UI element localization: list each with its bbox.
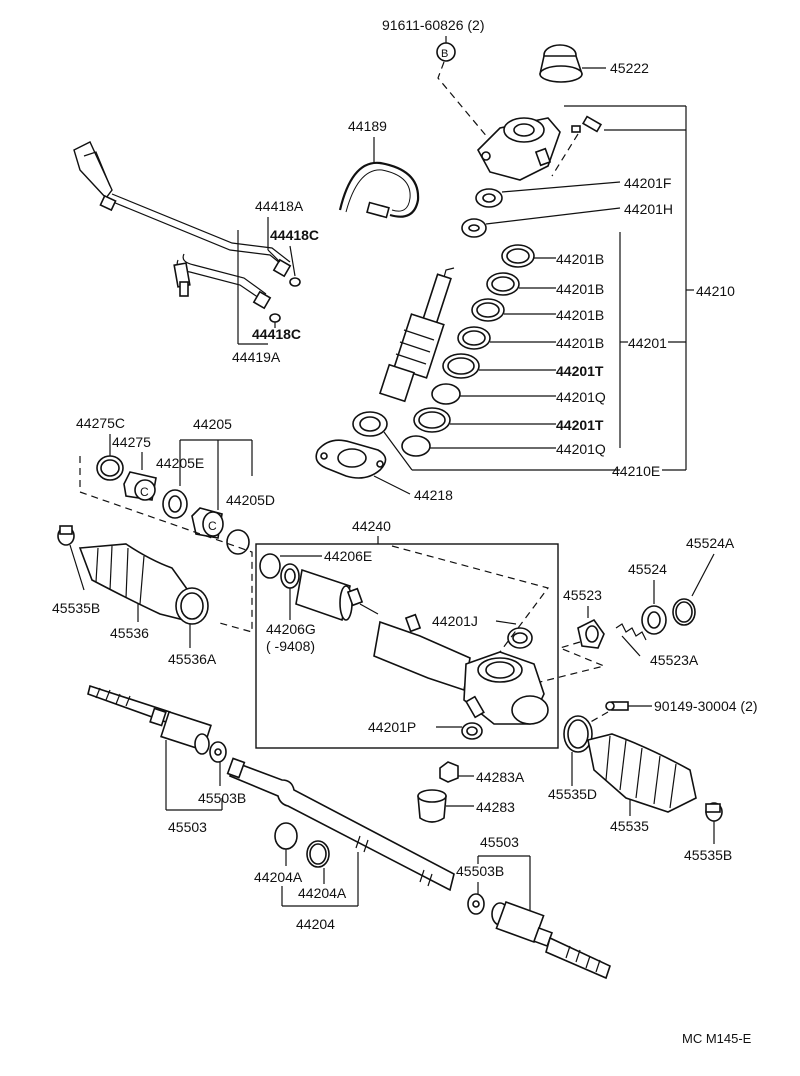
part-44205-group: 44205 44205E C 44205D [156,416,275,555]
label-44204A-1: 44204A [254,869,303,885]
pressure-pipes [73,141,292,310]
label-45536: 45536 [110,625,149,641]
label-44201J: 44201J [432,613,478,629]
label-44201Q-1: 44201Q [556,389,606,405]
label-45524A: 45524A [686,535,735,551]
bolt-90149-group: 90149-30004 (2) [579,698,758,729]
label-44283A: 44283A [476,769,525,785]
label-44201P: 44201P [368,719,416,735]
label-45503-left: 45503 [168,819,207,835]
part-44218-gasket: 44218 [315,439,453,503]
label-44201B-2: 44201B [556,281,604,297]
b-marker-icon [436,42,456,62]
label-44201Q-2: 44201Q [556,441,606,457]
part-valve-spool [378,267,455,403]
label-44201B-1: 44201B [556,251,604,267]
label-44283: 44283 [476,799,515,815]
label-44201B-3: 44201B [556,307,604,323]
label-44418A: 44418A [255,198,304,214]
label-44240: 44240 [352,518,391,534]
part-44275C-ring: 44275C [76,415,125,481]
part-45535-boot-right: 45535D 45535 45535B [548,715,732,863]
part-44283-group: 44283A 44283 [417,761,525,823]
footer-diagram-code: MC M145-E [682,1031,752,1046]
label-45536A: 45536A [168,651,217,667]
part-44418A-group: 44418A 44418C [255,198,319,287]
label-44206G: 44206G [266,621,316,637]
part-44204-group: 44204A 44204A 44204 [254,822,359,932]
label-44206G-range: ( -9408) [266,638,315,654]
part-45524-group: 45524 45524A [628,535,735,635]
label-44205D: 44205D [226,492,275,508]
part-44240-rack-housing: 44240 44206E 44206G ( -9408) 44201J 4420… [255,518,559,749]
bolt-b-group: 91611-60826 (2) B [382,17,499,151]
part-44419A-group: 44418C 44419A [232,230,301,365]
part-45536-boot-left: 45535B 45536 45536A [52,525,217,667]
label-45523A: 45523A [650,652,699,668]
label-45535D: 45535D [548,786,597,802]
label-44210E: 44210E [612,463,660,479]
part-valve-housing [477,117,561,181]
label-44210: 44210 [696,283,735,299]
part-tie-rod-right: 45503 45503B [456,834,611,980]
bracket-44210: 44210 [564,105,735,471]
label-45535B-left: 45535B [52,600,100,616]
label-44204A-2: 44204A [298,885,347,901]
label-45535: 45535 [610,818,649,834]
label-44275: 44275 [112,434,151,450]
label-45524: 45524 [628,561,667,577]
label-44205E: 44205E [156,455,204,471]
label-44204: 44204 [296,916,335,932]
label-45503-right: 45503 [480,834,519,850]
label-45503B-right: 45503B [456,863,504,879]
label-44218: 44218 [414,487,453,503]
svg-text:C: C [140,485,149,499]
label-91611-60826: 91611-60826 (2) [382,17,484,33]
label-44418C-top: 44418C [270,227,319,243]
label-44201B-4: 44201B [556,335,604,351]
label-90149-30004: 90149-30004 (2) [654,698,758,714]
label-45535B-right: 45535B [684,847,732,863]
label-44205: 44205 [193,416,232,432]
part-45222-dust-cap: 45222 [539,44,649,83]
part-44275-bushing: 44275 C [112,434,157,501]
label-44275C: 44275C [76,415,125,431]
bolt-pair-top [551,115,603,177]
label-45222: 45222 [610,60,649,76]
seal-stack: 44201F 44201H 44201B 44201B 44201B 44201… [401,175,686,457]
part-rack-bar [226,757,455,892]
label-44189: 44189 [348,118,387,134]
part-44210E-bearing: 44210E [352,411,660,479]
b-marker-label: B [441,48,448,60]
part-tie-rod-left: 45503B 45503 [87,684,246,835]
label-44201T-2: 44201T [556,417,604,433]
label-45523: 45523 [563,587,602,603]
label-44419A: 44419A [232,349,281,365]
label-44418C-bottom: 44418C [252,326,301,342]
label-44201: 44201 [628,335,667,351]
label-44201F: 44201F [624,175,671,191]
label-44206E: 44206E [324,548,372,564]
label-44201T-1: 44201T [556,363,604,379]
label-44201H: 44201H [624,201,673,217]
part-45523-group: 45523 45523A [539,587,699,683]
svg-text:C: C [208,519,217,533]
part-44189-clamp: 44189 [338,118,420,219]
